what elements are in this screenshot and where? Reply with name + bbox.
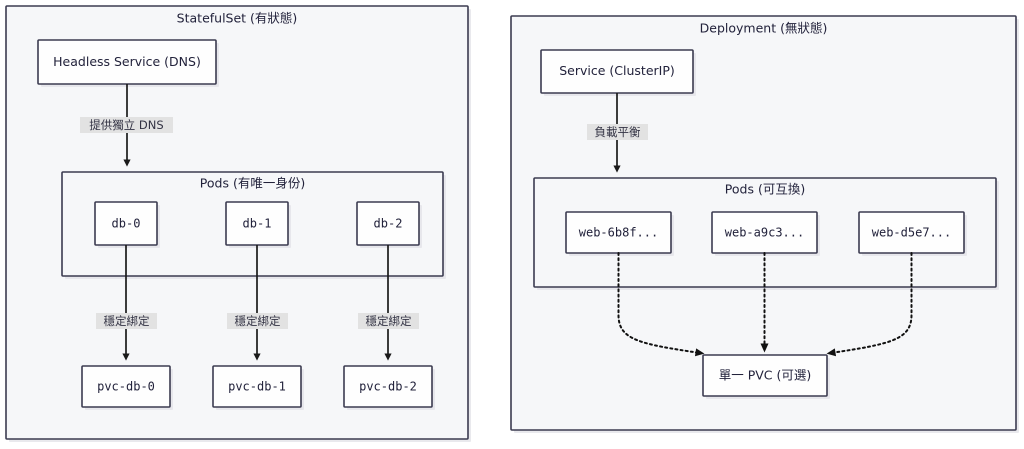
edge-db2-to-pvc2: 穩定綁定 [358,245,419,361]
node-single-pvc-label: 單一 PVC (可選) [719,368,812,383]
edge-label-load-balance: 負載平衡 [595,125,641,139]
node-db-0-label: db-0 [112,217,141,231]
node-pvc-db-1[interactable]: pvc-db-1 [212,365,304,410]
node-db-2[interactable]: db-2 [356,201,422,248]
cluster-statefulset-title: StatefulSet (有狀態) [177,11,298,26]
edge-label-bind-2: 穩定綁定 [366,314,412,328]
node-headless-service[interactable]: Headless Service (DNS) [37,39,219,87]
edge-webd5e7-to-pvc-path [826,252,913,357]
edge-db1-to-pvc1: 穩定綁定 [227,245,288,361]
node-pvc-db-0-label: pvc-db-0 [97,380,155,394]
node-web-a9c3[interactable]: web-a9c3... [711,211,820,256]
edge-label-bind-1-bg [227,313,288,329]
edge-service-to-pods: 提供獨立 DNS [80,84,173,167]
node-db-1[interactable]: db-1 [225,201,291,248]
edge-label-bind-1: 穩定綁定 [235,314,281,328]
node-pvc-db-2[interactable]: pvc-db-2 [343,365,435,410]
edge-webd5e7-to-pvc [826,252,913,357]
edge-web6b8f-to-pvc [617,252,705,357]
edge-label-dns-bg [80,117,173,133]
node-service-clusterip[interactable]: Service (ClusterIP) [540,49,696,96]
node-db-2-label: db-2 [374,217,403,231]
edge-label-bind-0: 穩定綁定 [104,314,150,328]
edge-label-bind-2-bg [358,313,419,329]
node-db-1-label: db-1 [243,217,272,231]
edge-label-lb-bg [587,124,648,140]
node-pvc-db-2-box[interactable] [343,365,433,408]
node-web-6b8f[interactable]: web-6b8f... [565,211,674,256]
node-single-pvc[interactable]: 單一 PVC (可選) [702,354,830,399]
node-pvc-db-1-label: pvc-db-1 [228,380,286,394]
edge-label-bind-0-bg [96,313,157,329]
node-pvc-db-0[interactable]: pvc-db-0 [81,365,173,410]
node-web-6b8f-label: web-6b8f... [579,226,658,240]
node-pvc-db-0-box[interactable] [81,365,171,408]
node-single-pvc-box[interactable] [702,354,828,397]
edge-web6b8f-to-pvc-path [617,252,705,357]
node-service-clusterip-label: Service (ClusterIP) [559,63,675,78]
cluster-pods-unique-title: Pods (有唯一身份) [200,176,305,191]
cluster-deployment-title: Deployment (無狀態) [700,21,828,36]
node-pvc-db-2-label: pvc-db-2 [359,380,417,394]
node-headless-service-label: Headless Service (DNS) [53,54,201,69]
node-db-0[interactable]: db-0 [94,201,160,248]
node-web-d5e7[interactable]: web-d5e7... [858,211,967,256]
node-web-d5e7-label: web-d5e7... [872,226,951,240]
edge-db0-to-pvc0: 穩定綁定 [96,245,157,361]
node-pvc-db-1-box[interactable] [212,365,302,408]
node-web-a9c3-label: web-a9c3... [725,226,804,240]
cluster-pods-interchangeable-title: Pods (可互換) [725,182,805,197]
edge-label-dns: 提供獨立 DNS [89,118,163,132]
edge-clusterip-to-pods: 負載平衡 [587,93,648,173]
